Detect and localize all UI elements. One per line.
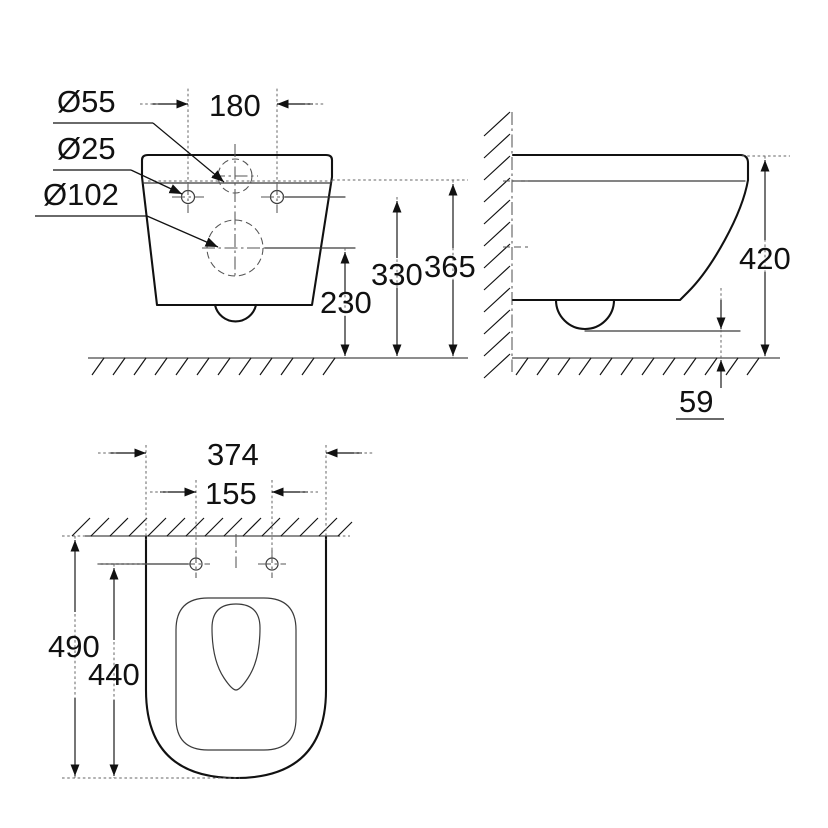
dimension-230: 230 bbox=[320, 248, 372, 358]
dimension-180-label: 180 bbox=[209, 88, 261, 123]
front-ground bbox=[88, 357, 468, 376]
dimension-230-label: 230 bbox=[320, 285, 372, 320]
dimension-440-label: 440 bbox=[88, 657, 140, 692]
plan-wall bbox=[62, 517, 353, 537]
dimension-374: 374 bbox=[98, 437, 374, 472]
dimension-330-label: 330 bbox=[371, 257, 423, 292]
side-outlet-bulge bbox=[554, 298, 616, 330]
dimension-420-label: 420 bbox=[739, 241, 791, 276]
plan-flush-cone bbox=[211, 603, 261, 691]
side-ground bbox=[512, 357, 780, 376]
callout-dia-102-label: Ø102 bbox=[43, 177, 119, 212]
dimension-365: 365 bbox=[424, 180, 476, 358]
side-ground-hatch bbox=[515, 357, 760, 376]
dimension-180: 180 bbox=[140, 86, 325, 190]
plan-view: 374 155 490 440 bbox=[48, 437, 374, 780]
front-ground-hatch bbox=[91, 357, 336, 376]
front-outlet-bulge bbox=[213, 303, 258, 323]
dimension-420: 420 bbox=[739, 156, 791, 358]
fixing-bolt-hole-left bbox=[172, 182, 204, 213]
dimension-155-label: 155 bbox=[205, 476, 257, 511]
side-pan-outline bbox=[511, 153, 750, 302]
dimension-365-label: 365 bbox=[424, 249, 476, 284]
callout-dia-55: Ø55 bbox=[53, 84, 225, 183]
dimension-59-label: 59 bbox=[679, 384, 713, 419]
dimension-490: 490 bbox=[48, 536, 100, 778]
plan-wall-hatch bbox=[71, 517, 353, 537]
dimension-440: 440 bbox=[88, 564, 140, 778]
dimension-374-label: 374 bbox=[207, 437, 259, 472]
side-elevation-view: 420 59 bbox=[483, 111, 791, 420]
plan-inner-rim bbox=[175, 597, 297, 751]
callout-dia-102: Ø102 bbox=[35, 177, 219, 248]
dimension-59: 59 bbox=[676, 288, 726, 420]
plan-pan-outline bbox=[144, 535, 328, 780]
flush-inlet-hole bbox=[212, 158, 258, 194]
outlet-hole bbox=[202, 219, 268, 277]
front-pan-outline bbox=[140, 153, 334, 307]
dimension-490-label: 490 bbox=[48, 629, 100, 664]
side-wall-hatch bbox=[483, 111, 511, 379]
callout-dia-25-label: Ø25 bbox=[57, 131, 116, 166]
callout-dia-55-label: Ø55 bbox=[57, 84, 116, 119]
dimension-155: 155 bbox=[150, 476, 318, 511]
callout-dia-25: Ø25 bbox=[53, 131, 183, 195]
front-elevation-view: 180 Ø55 Ø25 Ø102 bbox=[35, 84, 476, 376]
dimension-330: 330 bbox=[371, 197, 423, 358]
